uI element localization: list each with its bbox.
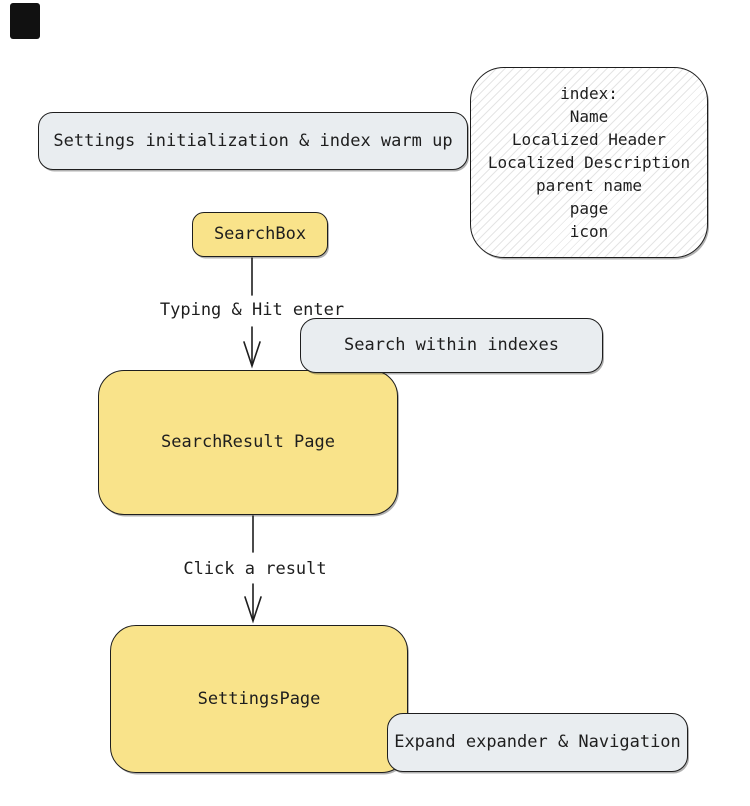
- note-line: parent name: [536, 176, 642, 195]
- black-marker: [10, 3, 40, 39]
- note-line: Localized Description: [487, 153, 691, 172]
- note-title: index:: [560, 84, 618, 103]
- edge-label-click-a-result: Click a result: [183, 559, 327, 579]
- node-label: Expand expander & Navigation: [394, 732, 681, 753]
- note-line: page: [569, 199, 609, 218]
- node-label: SettingsPage: [197, 688, 321, 709]
- node-label: SearchResult Page: [161, 432, 335, 453]
- note-index-lines: index: Name Localized Header Localized D…: [488, 82, 690, 243]
- node-settingspage: SettingsPage: [110, 625, 408, 773]
- node-searchbox: SearchBox: [192, 212, 328, 257]
- node-expand-expander-navigation: Expand expander & Navigation: [387, 713, 688, 772]
- node-label: SearchBox: [213, 224, 307, 245]
- edge-label-typing-hit-enter: Typing & Hit enter: [159, 300, 345, 320]
- note-line: Name: [569, 107, 609, 126]
- note-index-fields: index: Name Localized Header Localized D…: [470, 67, 708, 258]
- node-label: Settings initialization & index warm up: [53, 130, 453, 151]
- node-label: Search within indexes: [344, 335, 559, 356]
- node-search-within-indexes: Search within indexes: [300, 318, 603, 373]
- note-line: icon: [569, 222, 609, 241]
- node-searchresult-page: SearchResult Page: [98, 370, 398, 515]
- note-line: Localized Header: [511, 130, 667, 149]
- node-settings-initialization: Settings initialization & index warm up: [38, 112, 468, 170]
